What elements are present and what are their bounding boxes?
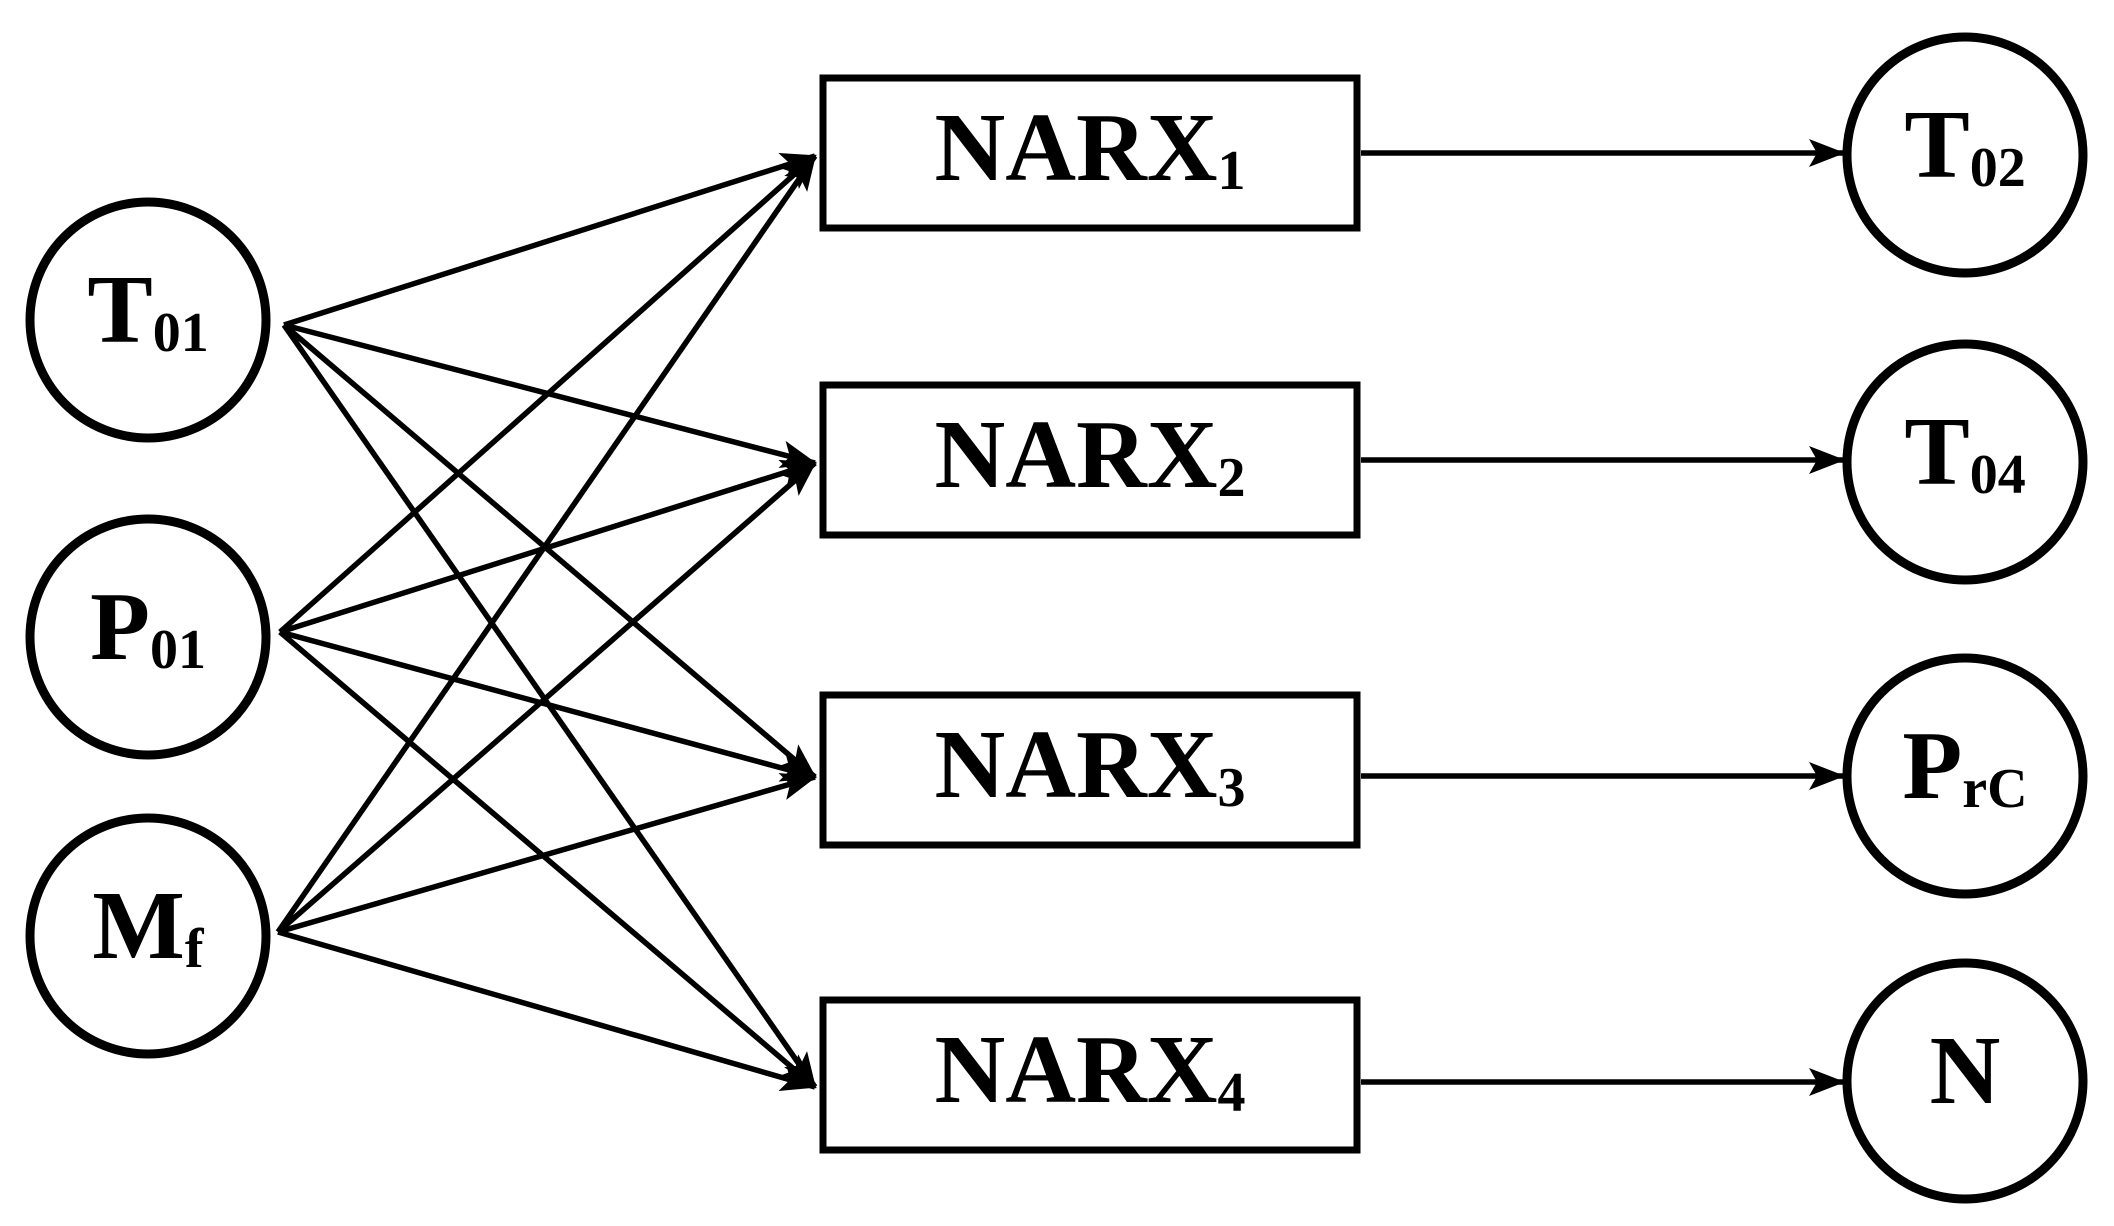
- model-subscript: 3: [1218, 757, 1246, 819]
- svg-text:T01: T01: [87, 256, 208, 364]
- arrow-t01-to-narx3: [282, 322, 817, 780]
- model-subscript: 2: [1218, 447, 1246, 509]
- arrow-p01-to-narx2: [279, 459, 817, 635]
- output-node-t04: T04: [1842, 339, 2088, 585]
- narx-box-1: NARX1: [819, 74, 1361, 232]
- input-subscript: 01: [153, 302, 209, 364]
- narx-box-3: NARX3: [819, 691, 1361, 849]
- svg-text:T04: T04: [1904, 398, 2025, 506]
- model-subscript: 4: [1218, 1062, 1246, 1124]
- svg-text:NARX4: NARX4: [934, 1016, 1245, 1124]
- output-subscript: 04: [1970, 444, 2026, 506]
- output-label: T: [1904, 398, 1969, 506]
- svg-text:NARX3: NARX3: [934, 711, 1245, 819]
- input-label: M: [92, 872, 185, 980]
- input-subscript: f: [185, 918, 205, 980]
- model-label: NARX: [934, 94, 1217, 202]
- model-subscript: 1: [1218, 140, 1246, 202]
- output-label: T: [1904, 91, 1969, 199]
- output-label: P: [1902, 712, 1962, 820]
- svg-text:NARX1: NARX1: [934, 94, 1245, 202]
- arrow-mf-to-narx1: [275, 154, 818, 934]
- svg-text:P01: P01: [90, 573, 206, 681]
- input-label: T: [87, 256, 152, 364]
- arrow-p01-to-narx1: [278, 153, 817, 635]
- model-label: NARX: [934, 401, 1217, 509]
- input-node-t01: T01: [25, 197, 271, 443]
- arrow-mf-to-narx3: [277, 772, 817, 935]
- arrow-t01-to-narx1: [283, 152, 817, 328]
- svg-text:PrC: PrC: [1902, 712, 2027, 820]
- output-subscript: 02: [1970, 137, 2026, 199]
- input-node-mf: Mf: [25, 813, 271, 1059]
- input-subscript: 01: [150, 619, 206, 681]
- narx-box-4: NARX4: [819, 996, 1361, 1154]
- svg-text:NARX2: NARX2: [934, 401, 1245, 509]
- narx-box-2: NARX2: [819, 381, 1361, 539]
- output-subscript: rC: [1962, 758, 2027, 820]
- output-node-t02: T02: [1842, 32, 2088, 278]
- arrow-mf-to-narx2: [276, 460, 817, 935]
- input-node-p01: P01: [25, 514, 271, 760]
- output-label: N: [1930, 1017, 2001, 1125]
- output-node-prc: PrC: [1842, 653, 2088, 899]
- svg-text:Mf: Mf: [92, 872, 205, 980]
- connection-arrows: [275, 139, 1845, 1096]
- arrow-p01-to-narx4: [278, 629, 817, 1090]
- arrow-mf-to-narx4: [277, 929, 817, 1092]
- output-node-n: N: [1842, 958, 2088, 1204]
- input-label: P: [90, 573, 150, 681]
- model-label: NARX: [934, 1016, 1217, 1124]
- model-label: NARX: [934, 711, 1217, 819]
- svg-text:T02: T02: [1904, 91, 2025, 199]
- arrow-p01-to-narx3: [279, 629, 817, 782]
- svg-text:N: N: [1930, 1017, 2001, 1125]
